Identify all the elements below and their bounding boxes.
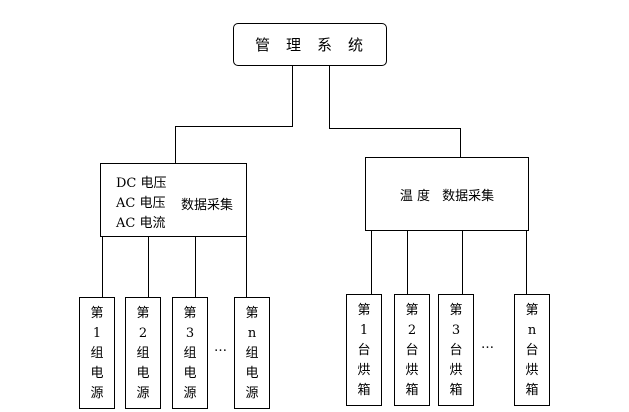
leaf-char: 烘 (405, 363, 419, 378)
temperature-acquisition-label: 数据采集 (442, 188, 495, 204)
leaf-char: 第 (405, 303, 419, 318)
connector-left-down (175, 126, 176, 163)
connector-right-leaf-n (526, 231, 527, 294)
leaf-char: 台 (405, 343, 419, 358)
leaf-char: 箱 (525, 383, 539, 398)
connector-left-leaf-2 (148, 237, 149, 297)
leaf-char: 第 (449, 303, 463, 318)
connector-right-leaf-3 (462, 231, 463, 294)
leaf-char: 烘 (357, 363, 371, 378)
connector-right-horizontal (329, 128, 461, 129)
leaf-char: 台 (449, 343, 463, 358)
oven-n-box: 第 n 台 烘 箱 (514, 294, 550, 406)
ovens-ellipsis: … (481, 337, 494, 352)
leaf-char: 1 (359, 323, 369, 338)
leaf-char: 源 (90, 386, 104, 401)
leaf-char: 组 (183, 346, 197, 361)
oven-3-box: 第 3 台 烘 箱 (438, 294, 474, 406)
leaf-char: 烘 (449, 363, 463, 378)
connector-right-down (460, 128, 461, 157)
power-acquisition-label: 数据采集 (181, 198, 234, 213)
leaf-char: 第 (357, 303, 371, 318)
leaf-char: 箱 (449, 383, 463, 398)
leaf-char: 箱 (405, 383, 419, 398)
connector-right-leaf-2 (407, 231, 408, 294)
leaf-char: 电 (245, 366, 259, 381)
leaf-char: 台 (525, 343, 539, 358)
leaf-char: 2 (407, 323, 417, 338)
leaf-char: 3 (185, 326, 195, 341)
leaf-char: 第 (183, 306, 197, 321)
leaf-char: 第 (90, 306, 104, 321)
connector-left-leaf-n (246, 237, 247, 297)
leaf-char: n (527, 323, 537, 338)
leaf-char: 第 (136, 306, 150, 321)
management-system-box: 管理系统 (233, 23, 387, 66)
power-group-n-box: 第 n 组 电 源 (234, 297, 270, 409)
dc-voltage-label: DC 电压 (116, 176, 167, 191)
leaf-char: 电 (136, 366, 150, 381)
connector-root-right (329, 66, 330, 128)
leaf-char: 第 (245, 306, 259, 321)
leaf-char: n (247, 326, 257, 341)
leaf-char: 台 (357, 343, 371, 358)
connector-right-leaf-1 (371, 231, 372, 294)
leaf-char: 2 (138, 326, 148, 341)
power-group-1-box: 第 1 组 电 源 (79, 297, 115, 409)
ac-current-label: AC 电流 (116, 216, 166, 231)
connector-left-leaf-1 (102, 237, 103, 297)
management-system-label: 管理系统 (254, 36, 379, 54)
connector-root-left (292, 66, 293, 126)
leaf-char: 箱 (357, 383, 371, 398)
leaf-char: 组 (136, 346, 150, 361)
leaf-char: 组 (90, 346, 104, 361)
oven-2-box: 第 2 台 烘 箱 (394, 294, 430, 406)
temperature-label: 温 度 (399, 188, 431, 204)
power-acquisition-box: DC 电压 AC 电压 AC 电流 数据采集 (100, 163, 247, 237)
power-groups-ellipsis: … (214, 340, 227, 355)
leaf-char: 组 (245, 346, 259, 361)
leaf-char: 第 (525, 303, 539, 318)
temperature-acquisition-box: 温 度 数据采集 (365, 157, 529, 231)
leaf-char: 源 (183, 386, 197, 401)
leaf-char: 烘 (525, 363, 539, 378)
leaf-char: 1 (92, 326, 102, 341)
leaf-char: 电 (183, 366, 197, 381)
ac-voltage-label: AC 电压 (116, 196, 166, 211)
oven-1-box: 第 1 台 烘 箱 (346, 294, 382, 406)
power-group-3-box: 第 3 组 电 源 (172, 297, 208, 409)
leaf-char: 源 (245, 386, 259, 401)
power-group-2-box: 第 2 组 电 源 (125, 297, 161, 409)
leaf-char: 3 (451, 323, 461, 338)
connector-left-horizontal (175, 126, 293, 127)
connector-left-leaf-3 (195, 237, 196, 297)
leaf-char: 源 (136, 386, 150, 401)
leaf-char: 电 (90, 366, 104, 381)
